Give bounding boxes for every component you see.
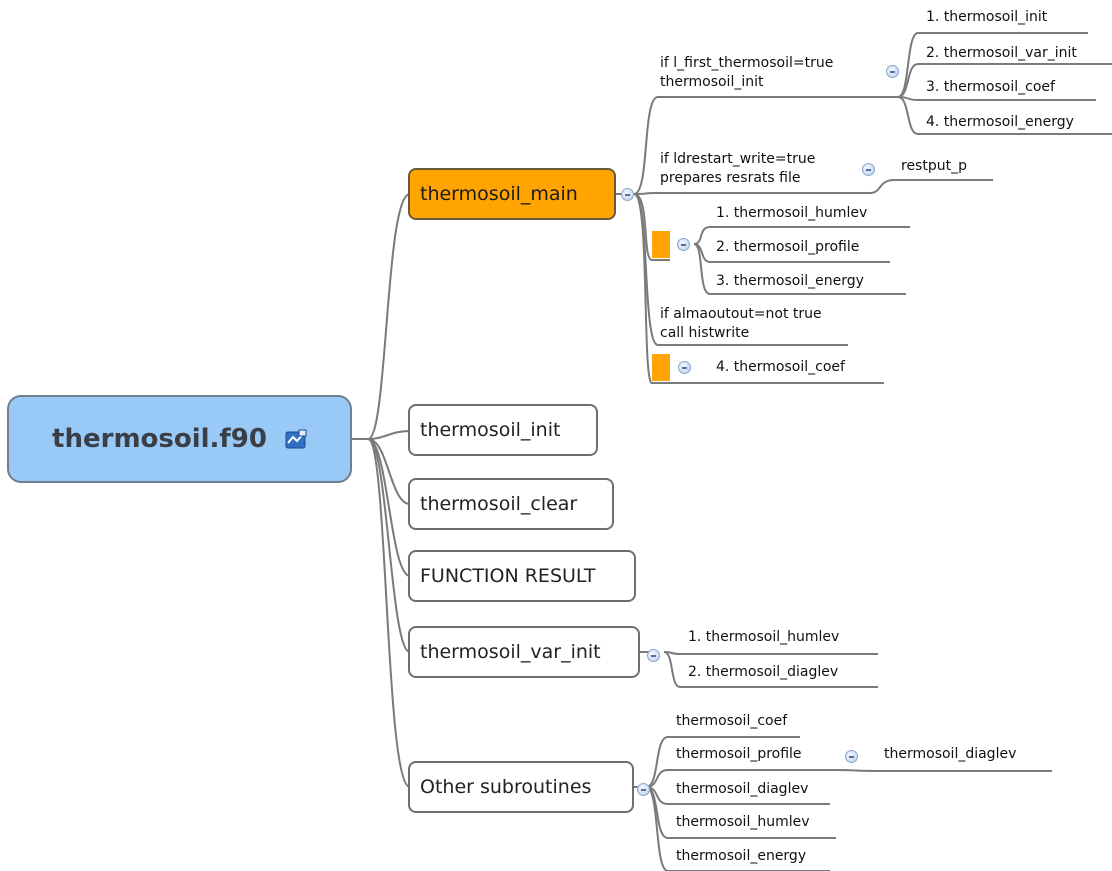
map-document-icon (285, 428, 307, 450)
node-thermosoil-main-label: thermosoil_main (420, 183, 578, 205)
flag-marker-sequence (652, 231, 670, 258)
node-other-subroutines-label: Other subroutines (420, 776, 592, 798)
condition-alma-line1: if almaoutout=not true (660, 306, 822, 322)
collapse-coef-icon[interactable] (678, 361, 691, 374)
coef-item[interactable]: 4. thermosoil_coef (716, 359, 845, 375)
profile-child-diaglev[interactable]: thermosoil_diaglev (884, 746, 1017, 762)
collapse-restart-icon[interactable] (862, 163, 875, 176)
node-thermosoil-clear[interactable]: thermosoil_clear (408, 478, 614, 530)
condition-restart[interactable]: if ldrestart_write=true prepares resrats… (660, 150, 815, 188)
node-function-result-label: FUNCTION RESULT (420, 565, 596, 587)
first-item-3[interactable]: 3. thermosoil_coef (926, 79, 1055, 95)
root-label: thermosoil.f90 (52, 424, 267, 454)
root-node[interactable]: thermosoil.f90 (7, 395, 352, 483)
first-item-2[interactable]: 2. thermosoil_var_init (926, 45, 1077, 61)
node-thermosoil-var-init[interactable]: thermosoil_var_init (408, 626, 640, 678)
collapse-profile-icon[interactable] (845, 750, 858, 763)
collapse-sequence-icon[interactable] (677, 238, 690, 251)
sequence-item-2[interactable]: 2. thermosoil_profile (716, 239, 860, 255)
sequence-item-3[interactable]: 3. thermosoil_energy (716, 273, 864, 289)
node-thermosoil-init-label: thermosoil_init (420, 419, 561, 441)
condition-first-thermosoil[interactable]: if l_first_thermosoil=true thermosoil_in… (660, 54, 833, 92)
condition-alma-line2: call histwrite (660, 325, 750, 341)
other-item-diaglev[interactable]: thermosoil_diaglev (676, 781, 809, 797)
other-item-energy[interactable]: thermosoil_energy (676, 848, 807, 864)
var-init-item-2[interactable]: 2. thermosoil_diaglev (688, 664, 839, 680)
node-other-subroutines[interactable]: Other subroutines (408, 761, 634, 813)
collapse-var-init-icon[interactable] (647, 649, 660, 662)
node-function-result[interactable]: FUNCTION RESULT (408, 550, 636, 602)
other-item-humlev[interactable]: thermosoil_humlev (676, 814, 810, 830)
condition-first-thermosoil-line1: if l_first_thermosoil=true (660, 55, 834, 71)
collapse-other-icon[interactable] (637, 783, 650, 796)
restart-item[interactable]: restput_p (901, 158, 967, 174)
flag-marker-coef (652, 354, 670, 381)
node-thermosoil-var-init-label: thermosoil_var_init (420, 641, 601, 663)
node-thermosoil-main[interactable]: thermosoil_main (408, 168, 616, 220)
collapse-first-thermosoil-icon[interactable] (886, 65, 899, 78)
var-init-item-1[interactable]: 1. thermosoil_humlev (688, 629, 840, 645)
node-thermosoil-clear-label: thermosoil_clear (420, 493, 578, 515)
collapse-main-icon[interactable] (621, 188, 634, 201)
other-item-profile[interactable]: thermosoil_profile (676, 746, 802, 762)
condition-restart-line1: if ldrestart_write=true (660, 151, 816, 167)
first-item-1[interactable]: 1. thermosoil_init (926, 9, 1048, 25)
first-item-4[interactable]: 4. thermosoil_energy (926, 114, 1074, 130)
condition-first-thermosoil-line2: thermosoil_init (660, 74, 764, 90)
condition-restart-line2: prepares resrats file (660, 170, 801, 186)
other-item-coef[interactable]: thermosoil_coef (676, 713, 788, 729)
node-thermosoil-init[interactable]: thermosoil_init (408, 404, 598, 456)
condition-alma[interactable]: if almaoutout=not true call histwrite (660, 305, 822, 343)
sequence-item-1[interactable]: 1. thermosoil_humlev (716, 205, 868, 221)
